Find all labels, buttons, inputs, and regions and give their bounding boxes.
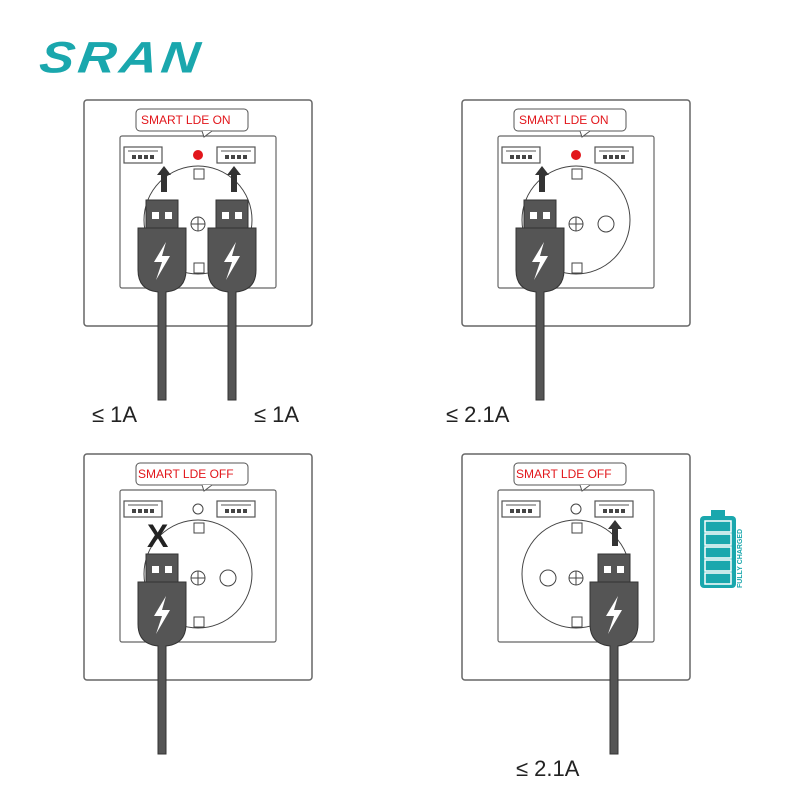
panel-two-usb-on: SMART LDE ON: [83, 99, 314, 401]
sran-logo: SRAN: [36, 33, 207, 83]
socket-drawing: [83, 99, 313, 401]
led-label: SMART LDE OFF: [138, 467, 234, 481]
usb-port-left: [123, 146, 163, 164]
current-label: ≤ 1A: [254, 402, 300, 427]
led-label: SMART LDE ON: [141, 113, 231, 127]
usb-port-right: [216, 146, 256, 164]
socket-drawing: [461, 453, 691, 755]
led-indicator: [193, 150, 203, 160]
current-label: ≤ 2.1A: [446, 402, 510, 427]
battery-label: FULLY CHARGED: [737, 528, 744, 588]
blocked-x-icon: X: [147, 518, 169, 554]
led-label: SMART LDE OFF: [516, 467, 612, 481]
panel-blocked-off: SMART LDE OFF X: [83, 453, 314, 755]
panel-one-usb-on: SMART LDE ON: [461, 99, 692, 401]
socket-drawing: [83, 453, 313, 755]
led-label: SMART LDE ON: [519, 113, 609, 127]
current-label: ≤ 1A: [92, 402, 138, 427]
panel-one-usb-off: SMART LDE OFF: [461, 453, 692, 755]
battery-full-icon: [700, 510, 736, 588]
current-label: ≤ 2.1A: [516, 756, 580, 781]
socket-drawing: [461, 99, 691, 401]
